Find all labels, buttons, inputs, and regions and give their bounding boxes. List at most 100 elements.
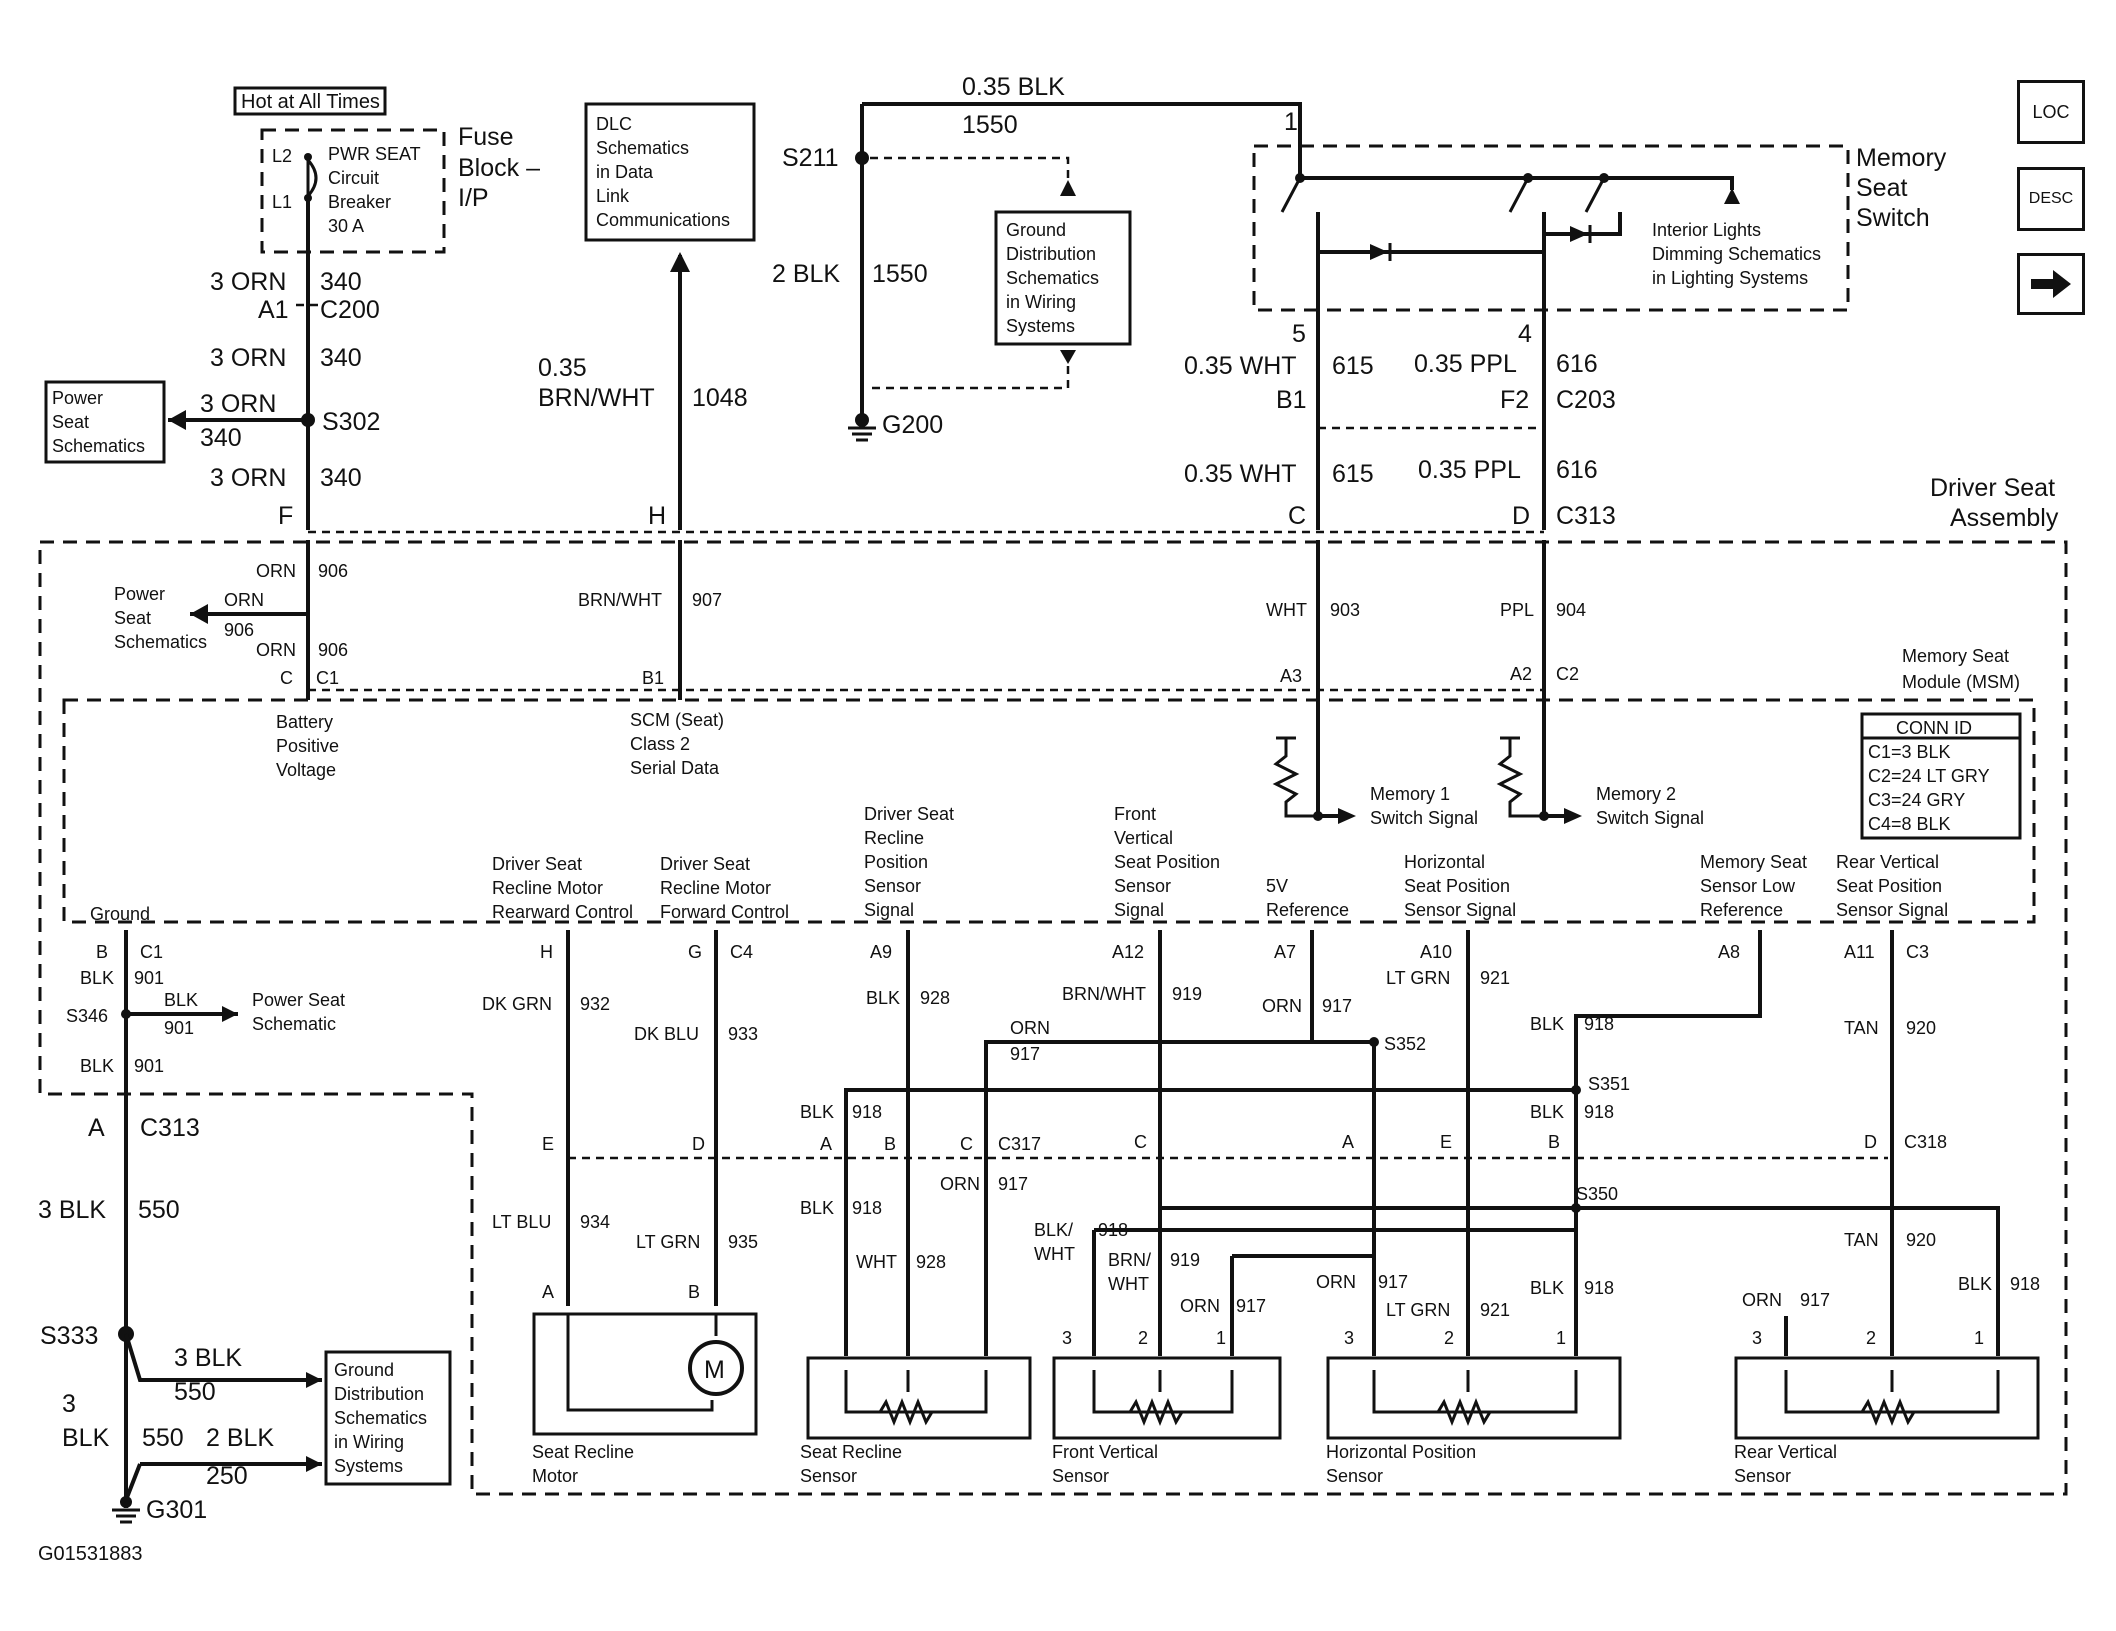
svg-text:A9: A9 xyxy=(870,942,892,962)
svg-text:Link: Link xyxy=(596,186,630,206)
svg-text:C1: C1 xyxy=(140,942,163,962)
svg-text:Driver Seat: Driver Seat xyxy=(1930,474,2055,502)
svg-text:Battery: Battery xyxy=(276,712,333,732)
svg-text:906: 906 xyxy=(224,620,254,640)
svg-text:BRN/: BRN/ xyxy=(1108,1250,1151,1270)
svg-text:1: 1 xyxy=(1556,1328,1566,1348)
svg-text:550: 550 xyxy=(174,1378,216,1406)
svg-text:615: 615 xyxy=(1332,352,1374,380)
svg-text:918: 918 xyxy=(2010,1274,2040,1294)
svg-text:WHT: WHT xyxy=(856,1252,897,1272)
svg-text:2: 2 xyxy=(1138,1328,1148,1348)
svg-text:901: 901 xyxy=(134,968,164,988)
svg-text:Motor: Motor xyxy=(532,1466,578,1486)
svg-text:0.35 WHT: 0.35 WHT xyxy=(1184,460,1297,488)
svg-text:Communications: Communications xyxy=(596,210,730,230)
svg-text:LT GRN: LT GRN xyxy=(636,1232,700,1252)
svg-text:340: 340 xyxy=(320,268,362,296)
svg-text:BLK: BLK xyxy=(164,990,198,1010)
svg-text:934: 934 xyxy=(580,1212,610,1232)
svg-text:F: F xyxy=(278,502,293,530)
svg-text:S302: S302 xyxy=(322,408,380,436)
svg-text:DLC: DLC xyxy=(596,114,632,134)
svg-text:1: 1 xyxy=(1216,1328,1226,1348)
svg-text:917: 917 xyxy=(998,1174,1028,1194)
svg-text:2 BLK: 2 BLK xyxy=(772,260,840,288)
svg-text:A1: A1 xyxy=(258,296,289,324)
svg-text:BRN/WHT: BRN/WHT xyxy=(538,384,655,412)
svg-text:BLK/: BLK/ xyxy=(1034,1220,1073,1240)
svg-text:918: 918 xyxy=(1584,1102,1614,1122)
svg-text:ORN: ORN xyxy=(940,1174,980,1194)
svg-text:Memory Seat: Memory Seat xyxy=(1902,646,2009,666)
svg-text:B: B xyxy=(688,1282,700,1302)
svg-text:550: 550 xyxy=(138,1196,180,1224)
svg-text:Schematic: Schematic xyxy=(252,1014,336,1034)
svg-text:Voltage: Voltage xyxy=(276,760,336,780)
svg-text:C200: C200 xyxy=(320,296,380,324)
svg-text:Driver Seat: Driver Seat xyxy=(660,854,750,874)
svg-text:C3=24 GRY: C3=24 GRY xyxy=(1868,790,1965,810)
svg-text:921: 921 xyxy=(1480,1300,1510,1320)
svg-text:1: 1 xyxy=(1974,1328,1984,1348)
svg-text:C203: C203 xyxy=(1556,386,1616,414)
svg-text:3 BLK: 3 BLK xyxy=(38,1196,106,1224)
svg-text:Rear Vertical: Rear Vertical xyxy=(1836,852,1939,872)
svg-text:BLK: BLK xyxy=(800,1102,834,1122)
svg-text:918: 918 xyxy=(852,1198,882,1218)
next-page-button[interactable] xyxy=(2017,253,2085,315)
svg-text:918: 918 xyxy=(852,1102,882,1122)
svg-text:A8: A8 xyxy=(1718,942,1740,962)
svg-text:919: 919 xyxy=(1172,984,1202,1004)
svg-text:Recline: Recline xyxy=(864,828,924,848)
svg-text:S211: S211 xyxy=(782,144,839,172)
svg-text:L2: L2 xyxy=(272,146,292,166)
motor-icon xyxy=(688,1340,744,1396)
svg-text:TAN: TAN xyxy=(1844,1018,1879,1038)
svg-text:917: 917 xyxy=(1322,996,1352,1016)
svg-text:C313: C313 xyxy=(1556,502,1616,530)
svg-text:G: G xyxy=(688,942,702,962)
svg-text:A7: A7 xyxy=(1274,942,1296,962)
svg-text:917: 917 xyxy=(1010,1044,1040,1064)
svg-text:Systems: Systems xyxy=(1006,316,1075,336)
svg-text:Systems: Systems xyxy=(334,1456,403,1476)
svg-text:Schematics: Schematics xyxy=(1006,268,1099,288)
svg-text:918: 918 xyxy=(1098,1220,1128,1240)
svg-text:Recline Motor: Recline Motor xyxy=(492,878,603,898)
svg-text:in Data: in Data xyxy=(596,162,654,182)
svg-text:LT BLU: LT BLU xyxy=(492,1212,551,1232)
resistor-mem2 xyxy=(1496,736,1544,818)
svg-text:5: 5 xyxy=(1292,320,1306,348)
svg-text:928: 928 xyxy=(916,1252,946,1272)
svg-text:Sensor Signal: Sensor Signal xyxy=(1836,900,1948,920)
svg-text:ORN: ORN xyxy=(1742,1290,1782,1310)
wire-615-616 xyxy=(1316,310,1546,530)
svg-text:Rearward Control: Rearward Control xyxy=(492,902,633,922)
svg-text:BLK: BLK xyxy=(62,1424,110,1452)
svg-text:5V: 5V xyxy=(1266,876,1288,896)
svg-text:WHT: WHT xyxy=(1266,600,1307,620)
svg-text:918: 918 xyxy=(1584,1278,1614,1298)
svg-text:BRN/WHT: BRN/WHT xyxy=(1062,984,1146,1004)
svg-text:in Wiring: in Wiring xyxy=(334,1432,404,1452)
svg-text:Seat Recline: Seat Recline xyxy=(800,1442,902,1462)
svg-text:SCM (Seat): SCM (Seat) xyxy=(630,710,724,730)
rear-vertical-sensor-box xyxy=(1734,1356,2040,1440)
msm-module-outline xyxy=(62,698,2036,924)
svg-text:Memory 1: Memory 1 xyxy=(1370,784,1450,804)
svg-text:ORN: ORN xyxy=(224,590,264,610)
driver-seat-assembly-outline xyxy=(38,540,2068,1496)
svg-text:LT GRN: LT GRN xyxy=(1386,1300,1450,1320)
svg-text:C2: C2 xyxy=(1556,664,1579,684)
svg-text:Sensor: Sensor xyxy=(1326,1466,1383,1486)
svg-text:Schematics: Schematics xyxy=(334,1408,427,1428)
svg-text:Sensor: Sensor xyxy=(1734,1466,1791,1486)
svg-text:Memory: Memory xyxy=(1856,144,1947,172)
svg-text:Ground: Ground xyxy=(90,904,150,924)
svg-text:ORN: ORN xyxy=(1262,996,1302,1016)
svg-text:Switch Signal: Switch Signal xyxy=(1370,808,1478,828)
svg-text:B1: B1 xyxy=(642,668,664,688)
svg-text:Assembly: Assembly xyxy=(1950,504,2059,532)
svg-text:A12: A12 xyxy=(1112,942,1144,962)
